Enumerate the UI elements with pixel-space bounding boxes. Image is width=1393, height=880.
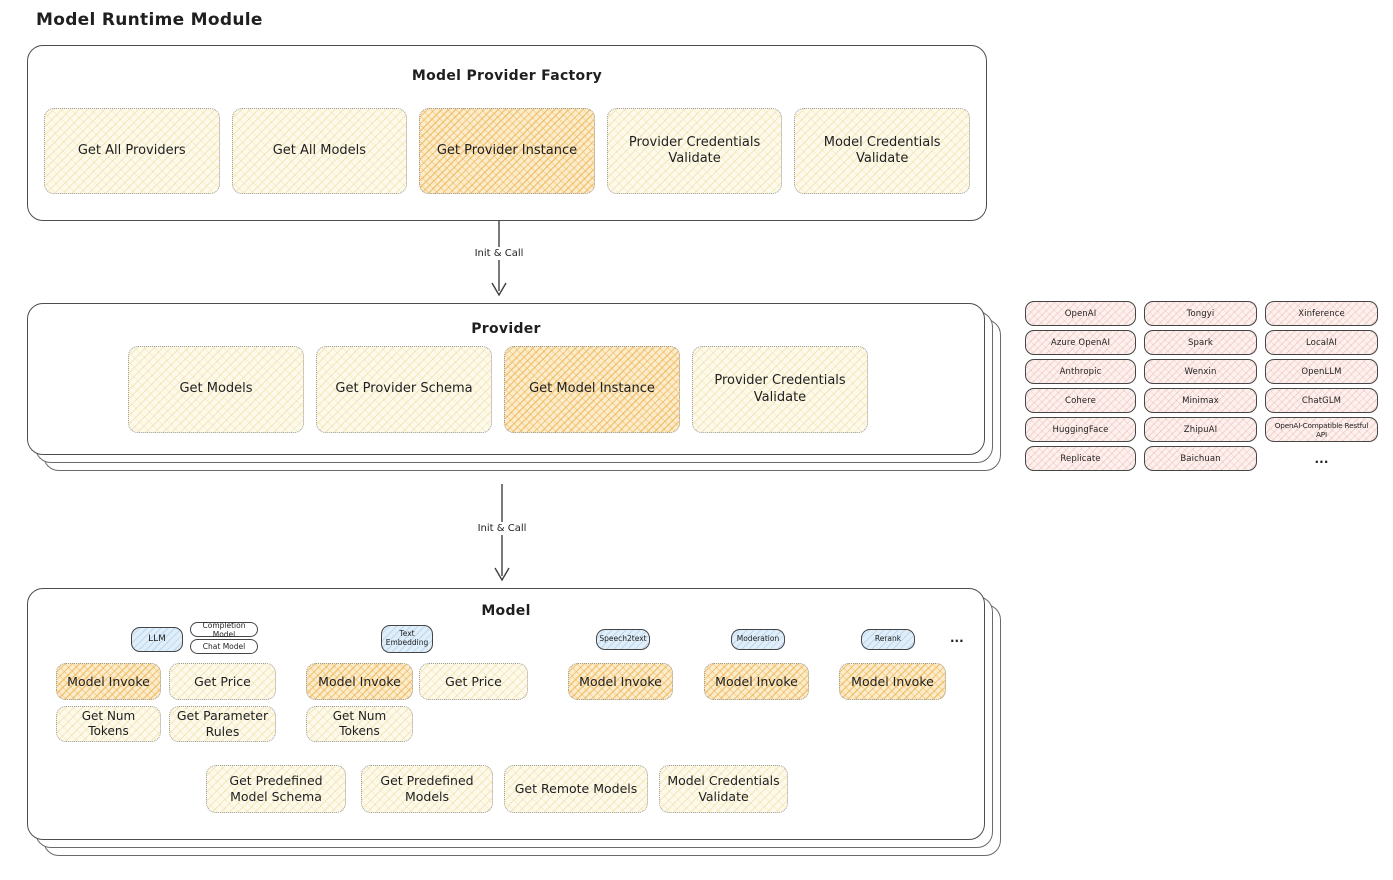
- provider-cell-chatglm: ChatGLM: [1265, 388, 1378, 413]
- provider-cell-wenxin: Wenxin: [1144, 359, 1257, 384]
- llm-model-invoke: Model Invoke: [56, 663, 161, 700]
- llm-get-price: Get Price: [169, 663, 276, 700]
- llm-get-parameter-rules: Get Parameter Rules: [169, 706, 276, 742]
- tab-chat-model: Chat Model: [190, 639, 258, 654]
- provider-cell-openllm: OpenLLM: [1265, 359, 1378, 384]
- provider-name-grid: OpenAI Tongyi Xinference Azure OpenAI Sp…: [1025, 301, 1378, 471]
- factory-item-get-provider-instance: Get Provider Instance: [419, 108, 595, 194]
- provider-cell-minimax: Minimax: [1144, 388, 1257, 413]
- factory-box: Model Provider Factory Get All Providers…: [27, 45, 987, 221]
- llm-get-num-tokens: Get Num Tokens: [56, 706, 161, 742]
- tab-completion-model: Completion Model: [190, 621, 258, 639]
- provider-cell-baichuan: Baichuan: [1144, 446, 1257, 471]
- tab-rerank: Rerank: [861, 629, 915, 650]
- text-embedding-get-num-tokens: Get Num Tokens: [306, 706, 413, 742]
- model-box: Model LLM Completion Model Chat Model Te…: [27, 588, 985, 840]
- factory-item-get-all-providers: Get All Providers: [44, 108, 220, 194]
- provider-cell-openai: OpenAI: [1025, 301, 1136, 326]
- provider-cell-localai: LocalAI: [1265, 330, 1378, 355]
- provider-item-get-models: Get Models: [128, 346, 304, 433]
- provider-item-get-provider-schema: Get Provider Schema: [316, 346, 492, 433]
- text-embedding-get-price: Get Price: [419, 663, 528, 700]
- provider-cell-ellipsis: ...: [1314, 451, 1329, 466]
- provider-cell-openai-compatible: OpenAI-Compatible Restful API: [1265, 417, 1378, 442]
- provider-title: Provider: [471, 321, 541, 337]
- model-get-predefined-model-schema: Get Predefined Model Schema: [206, 765, 346, 813]
- factory-title: Model Provider Factory: [411, 68, 603, 84]
- model-get-predefined-models: Get Predefined Models: [361, 765, 493, 813]
- provider-cell-spark: Spark: [1144, 330, 1257, 355]
- provider-cell-huggingface: HuggingFace: [1025, 417, 1136, 442]
- provider-cell-replicate: Replicate: [1025, 446, 1136, 471]
- moderation-model-invoke: Model Invoke: [704, 663, 809, 700]
- provider-item-get-model-instance: Get Model Instance: [504, 346, 680, 433]
- provider-cell-cohere: Cohere: [1025, 388, 1136, 413]
- tab-moderation: Moderation: [731, 629, 785, 650]
- provider-cell-xinference: Xinference: [1265, 301, 1378, 326]
- factory-item-get-all-models: Get All Models: [231, 108, 408, 194]
- page-title: Model Runtime Module: [36, 10, 263, 30]
- provider-item-provider-credentials-validate: Provider Credentials Validate: [692, 346, 868, 433]
- tabs-ellipsis: ...: [950, 631, 964, 645]
- model-title: Model: [481, 603, 531, 619]
- text-embedding-model-invoke: Model Invoke: [306, 663, 413, 700]
- provider-items: Get Models Get Provider Schema Get Model…: [128, 346, 868, 433]
- tab-text-embedding: Text Embedding: [381, 625, 433, 653]
- factory-item-model-credentials-validate: Model Credentials Validate: [794, 108, 970, 194]
- tab-llm: LLM: [131, 627, 183, 652]
- model-get-remote-models: Get Remote Models: [504, 765, 648, 813]
- speech2text-model-invoke: Model Invoke: [568, 663, 673, 700]
- arrow-label-init-call-1: Init & Call: [454, 247, 544, 260]
- factory-items: Get All Providers Get All Models Get Pro…: [44, 108, 970, 194]
- provider-cell-anthropic: Anthropic: [1025, 359, 1136, 384]
- provider-cell-azure-openai: Azure OpenAI: [1025, 330, 1136, 355]
- provider-cell-zhipuai: ZhipuAI: [1144, 417, 1257, 442]
- arrow-down-1: [491, 221, 507, 297]
- model-model-credentials-validate: Model Credentials Validate: [659, 765, 788, 813]
- provider-box: Provider Get Models Get Provider Schema …: [27, 303, 985, 455]
- provider-cell-tongyi: Tongyi: [1144, 301, 1257, 326]
- arrow-label-init-call-2: Init & Call: [457, 522, 547, 535]
- factory-item-provider-credentials-validate: Provider Credentials Validate: [606, 108, 783, 194]
- rerank-model-invoke: Model Invoke: [839, 663, 946, 700]
- tab-speech2text: Speech2text: [596, 629, 650, 650]
